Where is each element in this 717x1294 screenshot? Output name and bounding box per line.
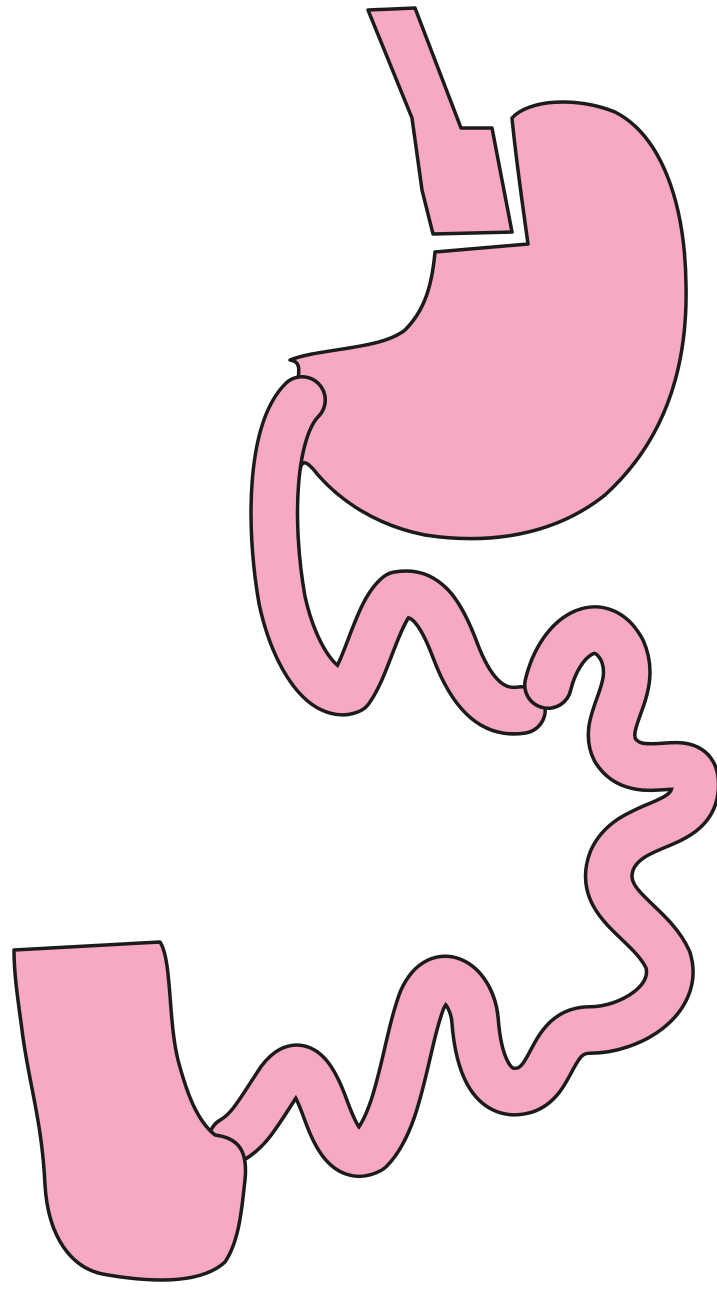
cecum (14, 942, 246, 1280)
esophagus (368, 8, 512, 234)
